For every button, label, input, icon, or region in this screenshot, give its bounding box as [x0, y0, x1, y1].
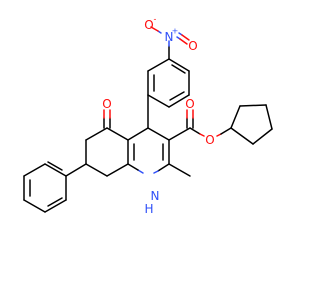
ketone-group — [103, 109, 111, 129]
molecule-structure-diagram: O - N + O O O O N H — [23, 15, 273, 216]
bond — [199, 133, 205, 137]
bond — [153, 170, 159, 174]
nitro-nitrogen-label: N — [165, 30, 174, 44]
ester-carbonyl-oxygen-label: O — [185, 97, 194, 111]
nitro-oxygen-charge: - — [154, 15, 157, 24]
bond — [239, 104, 267, 107]
bond — [127, 127, 149, 141]
bond — [147, 58, 170, 72]
bond — [171, 64, 186, 74]
bond — [230, 127, 254, 145]
bond — [157, 163, 170, 172]
bond — [147, 127, 170, 141]
bond — [23, 163, 46, 177]
methyl-bond — [168, 163, 191, 177]
nitro-nitrogen-charge: + — [172, 27, 179, 36]
bond — [47, 197, 63, 207]
bond — [106, 163, 129, 177]
ring-nitrogen-label: N — [151, 189, 160, 203]
bond — [168, 58, 190, 72]
bond — [168, 127, 191, 141]
bond — [23, 199, 46, 213]
nitro-oxygen-double-label: O — [188, 39, 197, 53]
ketone-oxygen-label: O — [102, 97, 111, 111]
dihydropyridine-ring — [127, 94, 170, 174]
nitro-group — [150, 26, 190, 60]
bond — [265, 104, 273, 130]
bond — [85, 127, 108, 141]
nitrophenyl-ring — [147, 58, 190, 108]
phenyl-ring — [23, 161, 87, 213]
bond — [252, 128, 273, 145]
bond — [44, 199, 67, 213]
bond — [179, 38, 188, 45]
bond — [127, 163, 139, 171]
bond — [106, 127, 129, 141]
bond — [147, 94, 170, 108]
bond — [85, 163, 108, 177]
ring-nitrogen-hydrogen-label: H — [144, 202, 153, 216]
bond — [44, 163, 67, 177]
ester-ether-oxygen-label: O — [205, 133, 214, 147]
bond — [168, 94, 190, 108]
bond — [181, 34, 190, 41]
ester-group — [168, 109, 232, 141]
cyclopentyl-ring — [230, 104, 273, 145]
bond — [189, 127, 201, 135]
cyclohexenone-ring — [85, 127, 129, 177]
bond — [137, 169, 144, 174]
bond — [65, 163, 87, 177]
bond — [220, 127, 232, 135]
nitro-oxygen-minus-label: O — [144, 18, 153, 32]
bond — [169, 91, 185, 101]
bond — [150, 26, 159, 32]
bond — [230, 105, 241, 129]
bond — [47, 161, 63, 171]
